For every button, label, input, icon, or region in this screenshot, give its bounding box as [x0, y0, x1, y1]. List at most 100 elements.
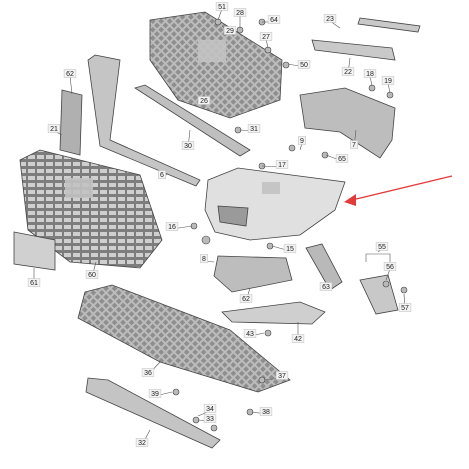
callout-label: 27: [262, 34, 270, 41]
side-trim-part: [359, 274, 399, 315]
callout-box: [383, 262, 397, 271]
callout-box: [148, 389, 162, 398]
callout-55: 55: [375, 242, 389, 253]
callout-37: 37: [263, 371, 289, 381]
callout-39: 39: [148, 389, 173, 398]
callout-box: [298, 136, 306, 145]
callout-label: 33: [206, 416, 214, 423]
callout-box: [203, 414, 217, 423]
callout-label: 32: [138, 440, 146, 447]
callout-43: 43: [243, 329, 265, 338]
callout-label: 62: [66, 71, 74, 78]
callout-38: 38: [251, 407, 273, 416]
callout-28: 28: [233, 8, 247, 28]
callout-label: 9: [300, 138, 304, 145]
callout-label: 51: [218, 4, 226, 11]
callout-label: 60: [88, 272, 96, 279]
side-bracket-part: [299, 87, 396, 159]
callout-label: 38: [262, 409, 270, 416]
callout-box: [181, 141, 195, 150]
callout-label: 42: [294, 336, 302, 343]
callout-label: 56: [386, 264, 394, 271]
callout-label: 39: [151, 391, 159, 398]
callout-6: 6: [158, 170, 169, 179]
callout-label: 15: [286, 246, 294, 253]
main-grille-part: [19, 149, 163, 269]
callout-63: 63: [319, 282, 333, 291]
callout-box: [215, 2, 229, 11]
leader-line: [385, 268, 391, 281]
curved-frame-part: [87, 54, 201, 187]
callout-label: 61: [30, 280, 38, 287]
callout-36: 36: [141, 361, 161, 377]
callout-box: [375, 242, 389, 251]
callout-label: 19: [384, 78, 392, 85]
upper-grille-part: [149, 11, 283, 119]
callout-box: [381, 76, 395, 85]
callout-label: 22: [344, 69, 352, 76]
left-blade-part: [59, 89, 83, 156]
callout-label: 37: [278, 373, 286, 380]
callout-box: [291, 334, 305, 343]
callout-34: 34: [197, 404, 217, 417]
callout-box: [135, 438, 149, 447]
callout-label: 64: [270, 17, 278, 24]
callout-64: 64: [262, 15, 281, 24]
callout-box: [323, 14, 337, 23]
blur-patch: [198, 40, 226, 62]
callout-box: [47, 124, 61, 133]
underbody-shield-part: [77, 284, 291, 393]
callout-label: 63: [322, 284, 330, 291]
callout-label: 21: [50, 126, 58, 133]
callout-57: 57: [398, 293, 412, 312]
callout-65: 65: [325, 154, 349, 163]
callout-label: 7: [352, 142, 356, 149]
callout-18: 18: [363, 69, 377, 87]
callout-box: [341, 67, 355, 76]
callout-box: [259, 407, 273, 416]
callout-box: [319, 282, 333, 291]
callout-label: 8: [202, 256, 206, 263]
callout-box: [297, 60, 311, 69]
callout-box: [203, 404, 217, 413]
callout-box: [239, 294, 253, 303]
callout-box: [63, 69, 77, 78]
callout-56: 56: [383, 262, 397, 281]
callout-21: 21: [47, 124, 63, 136]
callout-33: 33: [197, 414, 217, 423]
callout-label: 31: [250, 126, 258, 133]
callout-32: 32: [135, 429, 151, 447]
upper-trim-strip-part: [311, 39, 396, 61]
small-trim-strip-part: [357, 17, 421, 33]
callout-23: 23: [323, 14, 341, 29]
callout-label: 6: [160, 172, 164, 179]
bumper-cover-part: [204, 167, 346, 241]
callout-62: 62: [239, 287, 253, 303]
callout-box: [233, 8, 247, 17]
callout-box: [223, 26, 237, 35]
callout-box: [335, 154, 349, 163]
callout-label: 55: [378, 244, 386, 251]
callout-19: 19: [381, 76, 395, 94]
callout-box: [363, 69, 377, 78]
callout-31: 31: [239, 124, 261, 133]
callout-50: 50: [287, 60, 311, 69]
blur-patch: [65, 178, 93, 198]
callout-30: 30: [181, 129, 195, 150]
callout-label: 43: [246, 331, 254, 338]
callout-7: 7: [350, 129, 358, 149]
callout-8: 8: [200, 254, 215, 263]
callout-26: 26: [197, 90, 211, 105]
callout-label: 26: [200, 98, 208, 105]
highlight-arrow: [344, 175, 453, 206]
callout-label: 34: [206, 406, 214, 413]
fog-grille-part: [213, 255, 293, 293]
callout-box: [259, 32, 273, 41]
leader-line: [69, 75, 73, 95]
callout-label: 18: [366, 71, 374, 78]
callout-9: 9: [298, 136, 306, 151]
callout-box: [158, 170, 166, 179]
callout-box: [398, 303, 412, 312]
callout-label: 65: [338, 156, 346, 163]
